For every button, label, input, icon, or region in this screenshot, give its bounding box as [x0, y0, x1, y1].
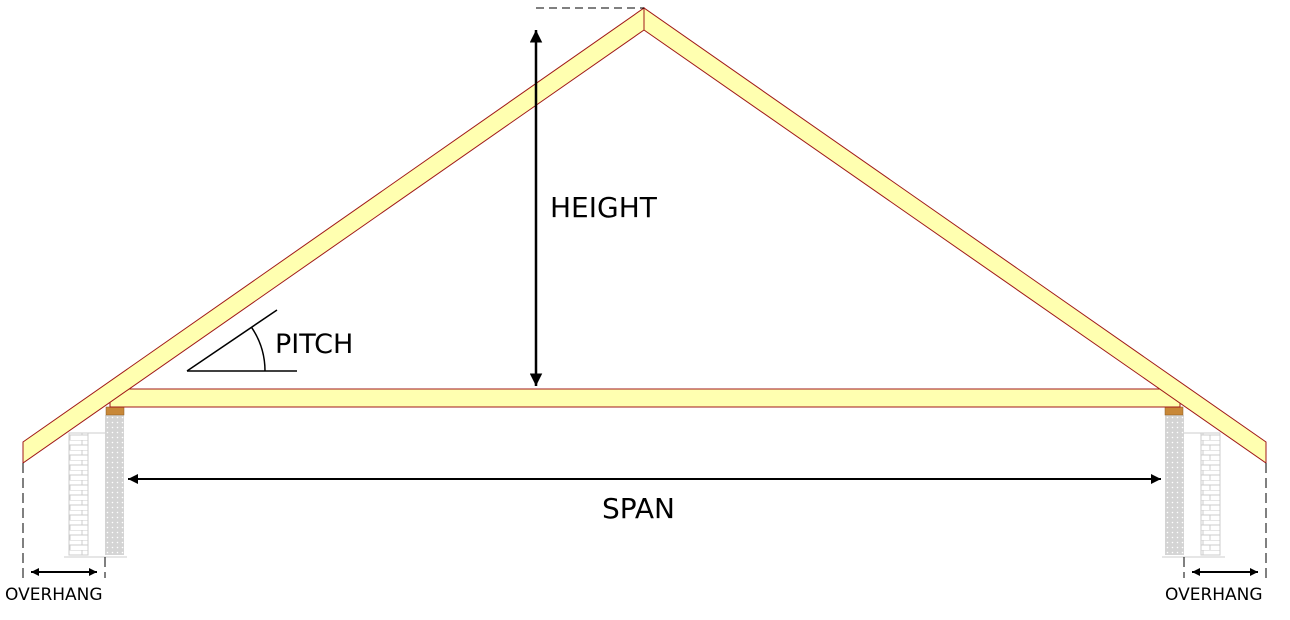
right-brick-wall [1200, 432, 1221, 556]
right-wall-plate [1164, 406, 1184, 416]
right-block-wall [1165, 415, 1184, 555]
height-label: HEIGHT [550, 191, 658, 224]
left-block-wall [105, 415, 124, 555]
span-label: SPAN [602, 492, 675, 525]
left-brick-wall [68, 432, 89, 556]
left-wall-plate [105, 406, 125, 416]
right-wall [1162, 406, 1225, 558]
left-wall [64, 406, 127, 558]
overhang-right-label: OVERHANG [1165, 585, 1263, 605]
ceiling-tie-beam [109, 388, 1181, 408]
overhang-left-label: OVERHANG [5, 585, 103, 605]
pitch-label: PITCH [275, 329, 353, 360]
pitch-angle-symbol [186, 309, 297, 372]
